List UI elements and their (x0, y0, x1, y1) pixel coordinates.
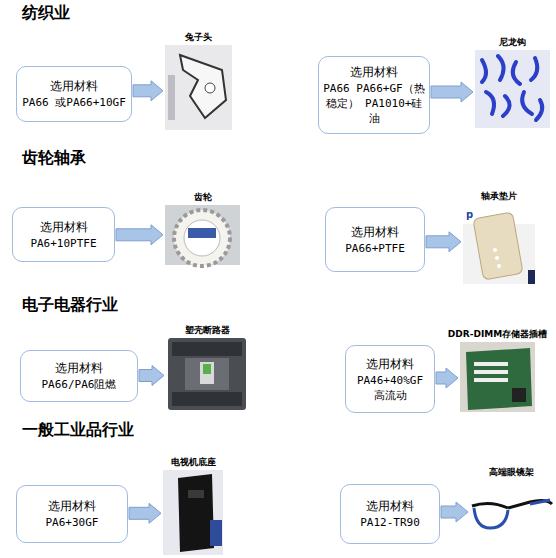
block-arrow (133, 81, 163, 101)
gear-photo (165, 205, 240, 266)
product-caption: 轴承垫片 (481, 190, 517, 203)
product-photo: 高端眼镜架 (470, 480, 552, 540)
section-heading: 一般工业品行业 (22, 420, 134, 441)
box-heading: 选用材料 (350, 64, 398, 81)
material-box: 选用材料PA66/PA6阻燃 (20, 350, 138, 402)
block-arrow (431, 82, 473, 102)
nylon-hooks-photo (475, 50, 550, 128)
motherboard-photo (460, 342, 535, 412)
material-box: 选用材料PA66 或PA66+10GF (16, 66, 132, 122)
block-arrow (116, 225, 163, 245)
rabbit-head-photo (165, 45, 232, 130)
product-caption: 兔子头 (185, 31, 212, 44)
product-photo: 齿轮 (165, 205, 240, 265)
section-heading: 齿轮轴承 (22, 148, 86, 169)
block-arrow (139, 366, 164, 386)
block-arrow (441, 502, 468, 522)
glasses-photo (470, 480, 552, 540)
section-heading: 电子电器行业 (22, 295, 118, 316)
product-caption: 齿轮 (194, 191, 212, 204)
material-box: 选用材料PA6+10PTFE (12, 207, 115, 262)
material-box: 选用材料PA12-TR90 (340, 484, 440, 544)
box-heading: 选用材料 (366, 356, 414, 373)
circuit-breaker-photo (168, 338, 246, 410)
material-box: 选用材料PA66 PA66+GF（热稳定） PA1010+硅油 (318, 56, 430, 134)
box-heading: 选用材料 (40, 219, 88, 236)
material-name: PA66 或PA66+10GF (22, 95, 126, 110)
box-heading: 选用材料 (48, 498, 96, 515)
box-heading: 选用材料 (55, 360, 103, 377)
product-caption: 尼龙钩 (499, 36, 526, 49)
block-arrow (426, 232, 461, 252)
product-photo: 轴承垫片 (463, 204, 535, 284)
tv-base-photo (163, 470, 223, 555)
product-photo: 塑壳断路器 (166, 338, 248, 412)
material-name: PA66+PTFE (345, 241, 405, 256)
material-name: PA46+40%GF 高流动 (350, 373, 430, 403)
material-name: PA6+30GF (46, 515, 99, 530)
box-heading: 选用材料 (366, 498, 414, 515)
material-box: 选用材料PA46+40%GF 高流动 (345, 345, 435, 413)
material-name: PA66/PA6阻燃 (42, 377, 117, 392)
material-name: PA12-TR90 (360, 515, 420, 530)
block-arrow (436, 368, 458, 388)
product-photo: DDR-DIMM存储器插槽 (460, 342, 535, 412)
product-caption: 电视机底座 (171, 456, 216, 469)
product-caption: 高端眼镜架 (489, 466, 534, 479)
box-heading: 选用材料 (351, 224, 399, 241)
product-caption: DDR-DIMM存储器插槽 (448, 328, 547, 341)
material-box: 选用材料PA6+30GF (16, 485, 128, 543)
material-name: PA66 PA66+GF（热稳定） PA1010+硅油 (323, 81, 425, 126)
product-photo: 兔子头 (165, 45, 232, 130)
section-heading: 纺织业 (22, 3, 70, 24)
product-photo: 尼龙钩 (475, 50, 550, 128)
box-heading: 选用材料 (50, 78, 98, 95)
product-caption: 塑壳断路器 (185, 324, 230, 337)
product-photo: 电视机底座 (163, 470, 223, 555)
bearing-pad-photo: p (463, 204, 535, 284)
material-name: PA6+10PTFE (30, 236, 96, 251)
svg-text:p: p (466, 209, 473, 220)
material-box: 选用材料PA66+PTFE (325, 207, 425, 272)
block-arrow (129, 503, 161, 523)
